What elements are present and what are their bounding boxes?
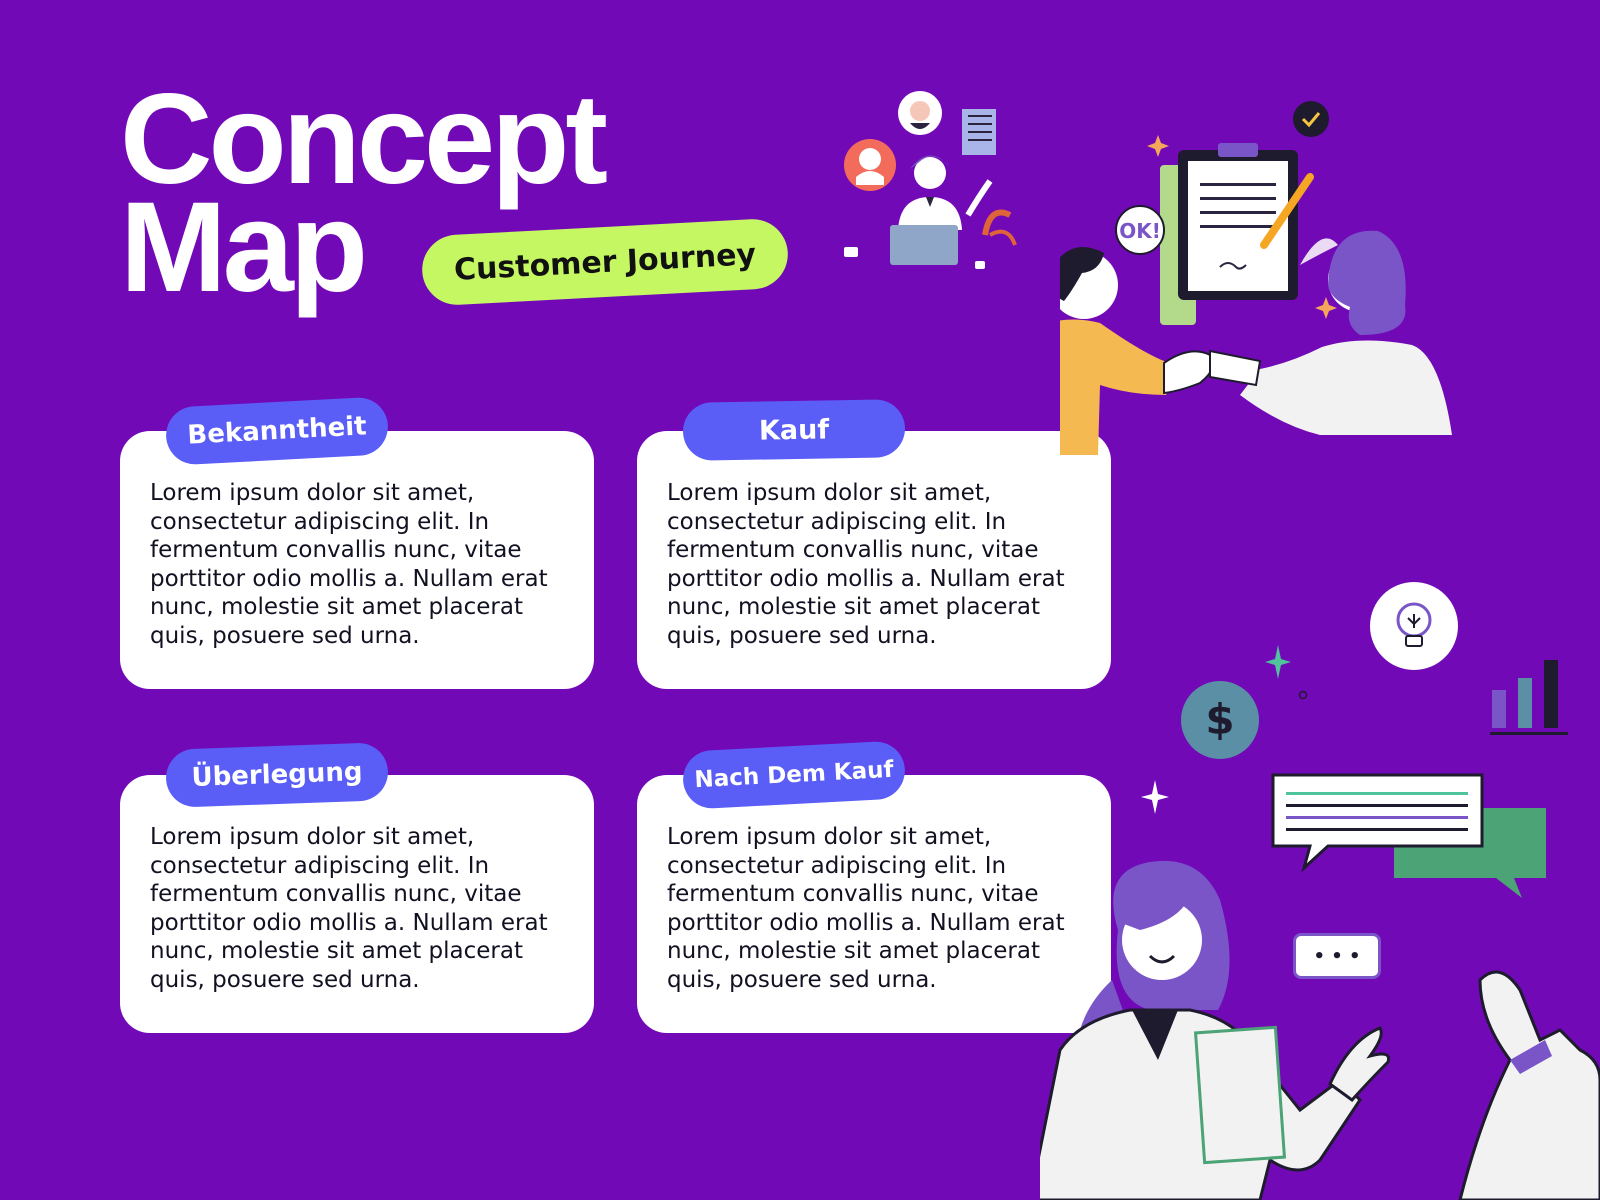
- dollar-coin-icon: $: [1181, 681, 1259, 759]
- handshake-illustration: OK!: [1060, 101, 1452, 455]
- card-label-kauf: Kauf: [682, 399, 906, 461]
- lightbulb-icon: [1370, 582, 1458, 670]
- page-title: Concept Map: [120, 68, 608, 319]
- ok-badge: OK!: [1119, 219, 1161, 243]
- card-ueberlegung: Lorem ipsum dolor sit amet, consectetur …: [120, 775, 594, 1033]
- card-nach-dem-kauf: Lorem ipsum dolor sit amet, consectetur …: [637, 775, 1111, 1033]
- card-label-nach-dem-kauf: Nach Dem Kauf: [681, 740, 907, 810]
- presenter-illustration: [1040, 860, 1600, 1200]
- card-text: Lorem ipsum dolor sit amet, consectetur …: [150, 480, 548, 649]
- card-text: Lorem ipsum dolor sit amet, consectetur …: [667, 824, 1065, 993]
- currency-symbol: $: [1205, 695, 1234, 744]
- card-bekanntheit: Lorem ipsum dolor sit amet, consectetur …: [120, 431, 594, 689]
- bar-chart-icon: [1490, 660, 1568, 735]
- sparkle-icon: [1265, 645, 1291, 679]
- typing-bubble: • • •: [1293, 933, 1381, 979]
- dot-icon: [1298, 690, 1308, 700]
- card-label-bekanntheit: Bekanntheit: [164, 396, 390, 466]
- title-line-1: Concept: [120, 68, 608, 211]
- card-kauf: Lorem ipsum dolor sit amet, consectetur …: [637, 431, 1111, 689]
- card-text: Lorem ipsum dolor sit amet, consectetur …: [667, 480, 1065, 649]
- chat-bubbles-illustration: [1271, 773, 1546, 898]
- card-text: Lorem ipsum dolor sit amet, consectetur …: [150, 824, 548, 993]
- team-laptop-illustration: [844, 91, 1017, 269]
- card-label-ueberlegung: Überlegung: [165, 742, 389, 808]
- sparkle-icon: [1141, 780, 1169, 814]
- title-line-2: Map: [120, 176, 368, 319]
